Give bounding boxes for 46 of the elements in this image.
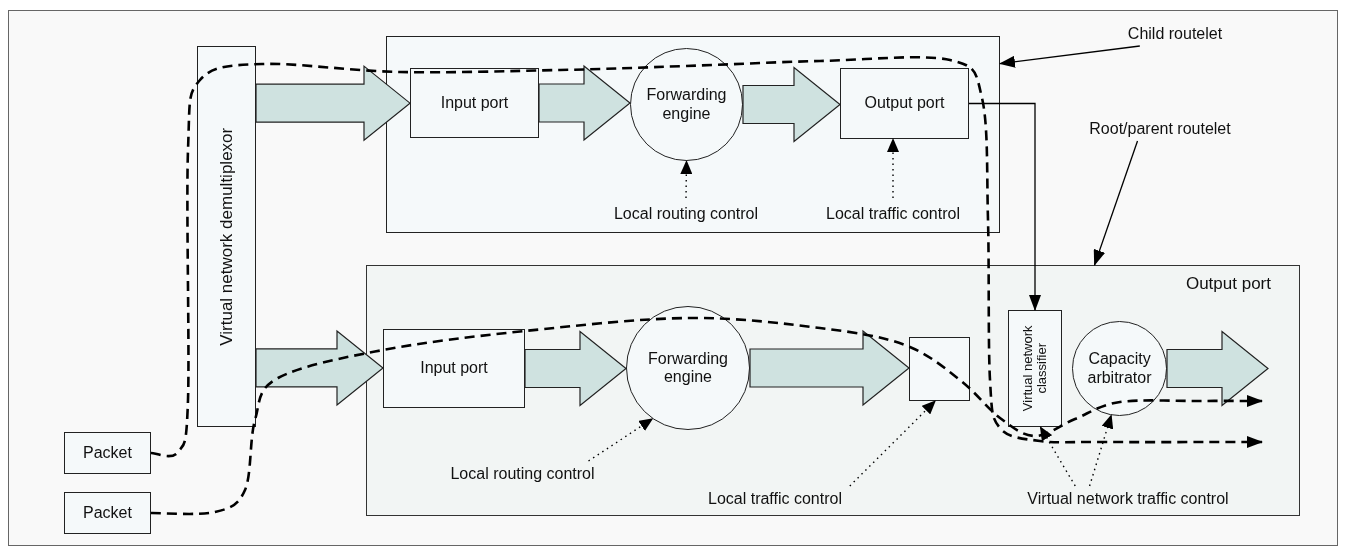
routelet-label: Root/parent routelet (1085, 119, 1235, 141)
connector-arrow (968, 102, 1041, 311)
control-label: Local traffic control (818, 204, 968, 226)
box-label: Virtual network classifier (1020, 324, 1050, 414)
leader-arrow (1088, 414, 1114, 487)
leader-arrow (887, 138, 899, 199)
packet-box (64, 432, 151, 474)
circle-label: Forwarding engine (645, 86, 728, 123)
block-arrow (255, 329, 384, 407)
block-arrow (749, 329, 910, 407)
classifier-box (1008, 310, 1062, 427)
box-label: Output port (864, 94, 945, 113)
block-arrow (1166, 330, 1269, 407)
box-label: Input port (440, 93, 509, 113)
leader-arrow (849, 400, 936, 487)
box-label: Virtual network demultiplexor (216, 127, 237, 346)
packet-box (64, 492, 151, 534)
packet-path (150, 316, 1263, 516)
control-label: Local traffic control (690, 489, 860, 511)
leader-arrow (680, 160, 693, 199)
demultiplexor-box (197, 46, 256, 427)
port-box (383, 329, 525, 408)
control-label: Virtual network traffic control (1008, 489, 1248, 511)
port-box (410, 68, 539, 138)
connector-arrow (999, 45, 1141, 68)
connector-arrow (1093, 140, 1139, 266)
circle-label: Forwarding engine (647, 349, 729, 387)
circle-label: Capacity arbitrator (1086, 350, 1153, 387)
panel-heading: Output port (1185, 274, 1271, 294)
routelet-panel (366, 265, 1300, 516)
box-label: Packet (83, 503, 132, 523)
empty-box (909, 337, 970, 401)
block-arrow (538, 64, 631, 142)
routelet-label: Child routelet (1120, 24, 1230, 46)
box-label: Packet (83, 443, 132, 463)
block-arrow (742, 66, 841, 143)
block-arrow (524, 330, 627, 407)
box-label: Input port (420, 359, 488, 378)
leader-arrow (1039, 426, 1076, 487)
control-label: Local routing control (606, 204, 766, 226)
port-box (840, 68, 969, 139)
packet-path (150, 56, 1263, 458)
routelet-panel (386, 36, 1000, 233)
control-label: Local routing control (440, 464, 605, 486)
block-arrow (255, 64, 411, 142)
leader-arrow (587, 418, 654, 462)
